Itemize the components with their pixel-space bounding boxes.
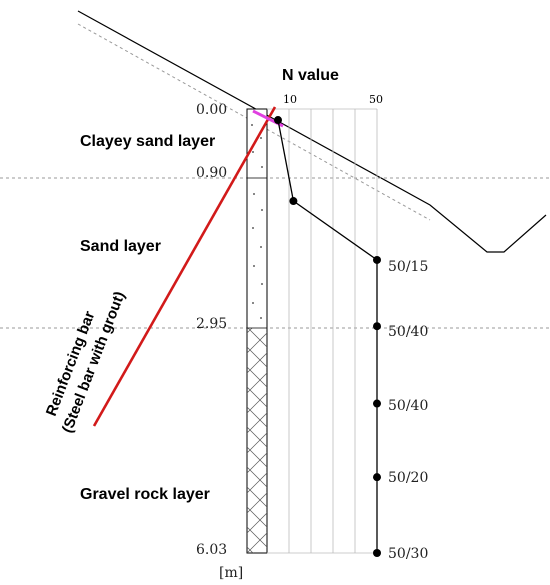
n-value-line <box>277 119 378 553</box>
ground-surface-line <box>77 10 547 253</box>
n-value-point <box>289 197 298 206</box>
spt-label: 50/40 <box>388 324 428 340</box>
ground-surface-dashed-line <box>77 23 431 221</box>
axis-tick-50: 50 <box>369 93 383 106</box>
spt-label: 50/30 <box>388 546 428 562</box>
n-value-points <box>274 116 381 557</box>
n-value-point <box>274 116 282 125</box>
axis-tick-10: 10 <box>283 93 297 106</box>
layer-label-sand: Sand layer <box>80 238 161 255</box>
layer-label-gravel-rock: Gravel rock layer <box>80 486 210 503</box>
reinforcing-bar <box>92 106 277 427</box>
depth-label-0-90: 0.90 <box>196 165 227 181</box>
spt-label: 50/40 <box>388 398 428 414</box>
spt-label: 50/20 <box>388 470 428 486</box>
depth-label-6-03: 6.03 <box>196 542 227 558</box>
reinforcing-bar-label: Reinforcing bar (Steel bar with grout) <box>43 289 129 435</box>
n-value-point <box>373 322 381 331</box>
n-value-point <box>373 399 381 408</box>
depth-label-0-00: 0.00 <box>196 102 227 118</box>
n-value-point <box>373 549 381 557</box>
sand-dots <box>251 124 263 319</box>
n-value-title: N value <box>282 67 339 84</box>
spt-label: 50/15 <box>388 259 428 275</box>
n-value-point <box>373 473 381 482</box>
n-value-point <box>373 255 381 264</box>
layer-label-clayey-sand: Clayey sand layer <box>80 133 215 150</box>
gravel-hatch-fill <box>247 328 267 553</box>
unit-label: [m] <box>219 565 243 581</box>
n-value-grid <box>267 108 378 554</box>
depth-label-2-95: 2.95 <box>196 316 227 332</box>
